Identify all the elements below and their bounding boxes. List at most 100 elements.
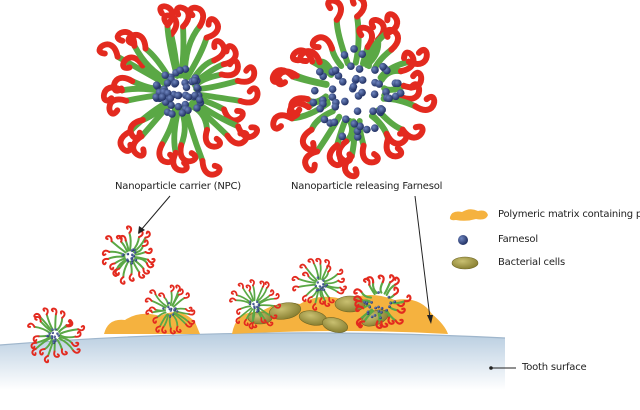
polymer-shell-loop <box>115 234 123 243</box>
polymer-shell-loop <box>309 34 335 52</box>
farnesol-molecule <box>358 50 367 59</box>
polymer-core-strand <box>256 287 268 302</box>
polymer-core-strand <box>314 113 343 155</box>
polymer-shell-loop <box>144 230 151 239</box>
polymer-shell-loop <box>158 292 166 299</box>
polymer-core-strand <box>297 283 316 288</box>
farnesol-molecule <box>163 79 172 87</box>
polymer-core-strand <box>59 328 80 335</box>
polymer-shell-loop <box>31 347 37 357</box>
polymer-shell-loop <box>101 257 110 266</box>
farnesol-molecule <box>178 109 187 117</box>
nanoparticle-carrier <box>291 257 347 311</box>
polymer-shell-loop <box>302 148 321 174</box>
farnesol-molecule <box>253 305 256 308</box>
farnesol-molecule <box>132 254 136 258</box>
polymer-shell-loop <box>353 288 363 295</box>
farnesol-molecule <box>365 301 369 305</box>
polymer-core-strand <box>319 262 322 280</box>
polymer-shell-loop <box>118 234 127 242</box>
polymer-shell-loop <box>59 310 66 319</box>
farnesol-molecule <box>162 307 165 310</box>
polymer-shell-loop <box>270 314 278 320</box>
polymer-core-strand <box>154 293 168 308</box>
farnesol-molecule <box>387 295 391 299</box>
polymer-core-strand <box>379 281 384 294</box>
polymer-shell-loop <box>117 128 134 154</box>
farnesol-molecule <box>57 334 60 337</box>
farnesol-molecule <box>352 74 361 83</box>
polymer-shell-loop <box>273 293 280 300</box>
farnesol-molecule <box>377 309 381 313</box>
farnesol-molecule <box>314 284 317 288</box>
polymer-core-strand <box>171 105 182 156</box>
farnesol-molecule <box>388 305 391 308</box>
farnesol-molecule <box>131 259 134 263</box>
farnesol-molecule <box>54 328 57 331</box>
polymer-shell-loop <box>325 0 344 23</box>
farnesol-molecule <box>330 118 339 127</box>
polymer-core-strand <box>138 101 173 140</box>
farnesol-molecule <box>382 88 390 96</box>
polymer-shell-loop <box>393 286 400 296</box>
farnesol-molecule <box>161 71 169 79</box>
polymer-shell-loop <box>221 106 246 124</box>
farnesol-molecule <box>363 300 366 304</box>
legend-icons <box>449 209 488 270</box>
polymer-shell-loop <box>307 296 313 304</box>
nanoparticle-carrier <box>96 3 261 178</box>
polymer-shell-loop <box>394 276 400 286</box>
polymer-shell-loop <box>355 305 365 313</box>
farnesol-molecule <box>371 66 379 74</box>
farnesol-molecule <box>175 310 179 313</box>
polymer-shell-loop <box>184 306 193 312</box>
polymer-shell-loop <box>169 284 175 293</box>
polymer-core-strand <box>258 304 276 307</box>
polymer-shell-loop <box>251 321 258 329</box>
farnesol-molecule <box>52 341 56 345</box>
farnesol-molecule <box>363 125 371 134</box>
farnesol-molecule <box>380 311 383 314</box>
polymer-core-strand <box>113 257 126 265</box>
polymer-shell-loop <box>380 320 389 328</box>
polymer-shell-loop <box>177 142 199 165</box>
farnesol-molecule <box>342 115 350 124</box>
polymer-core-strand <box>383 281 392 295</box>
polymer-core-strand <box>172 297 186 308</box>
polymer-core-strand <box>156 311 167 319</box>
polymer-shell-loop <box>383 135 405 160</box>
polymer-core-strand <box>134 251 147 256</box>
polymer-shell-loop <box>326 264 332 273</box>
farnesol-molecule <box>171 79 180 87</box>
farnesol-molecule <box>50 334 54 338</box>
polymer-shell-loop <box>149 289 157 296</box>
tooth-surface-label: Tooth surface <box>522 362 587 373</box>
polymer-shell-loop <box>152 316 158 324</box>
polymer-shell-loop <box>397 49 417 75</box>
farnesol-molecule <box>252 302 255 306</box>
polymer-core-strand <box>324 279 340 285</box>
polymer-shell-loop <box>60 348 68 356</box>
polymer-core-strand <box>159 104 178 148</box>
polymer-shell-loop <box>354 299 363 308</box>
farnesol-molecule <box>184 93 193 101</box>
nanoparticle-carrier <box>144 284 196 335</box>
farnesol-molecule <box>366 310 370 314</box>
farnesol-molecule <box>257 303 260 306</box>
polymer-shell-loop <box>299 263 307 269</box>
farnesol-molecule <box>54 339 57 343</box>
farnesol-molecule <box>174 307 177 310</box>
farnesol-molecule <box>158 93 167 101</box>
farnesol-molecule <box>255 310 259 313</box>
polymer-shell-loop <box>339 285 347 291</box>
polymer-shell-loop <box>148 306 157 312</box>
polymer-shell-loop <box>249 279 255 287</box>
polymer-shell-loop <box>77 325 86 332</box>
polymer-shell-loop <box>185 322 193 328</box>
farnesol-molecule <box>375 80 383 88</box>
farnesol-molecule <box>373 314 377 317</box>
polymer-shell-loop <box>125 32 149 52</box>
polymer-shell-loop <box>175 284 181 293</box>
farnesol-molecule <box>193 104 201 112</box>
farnesol-molecule <box>379 316 382 320</box>
